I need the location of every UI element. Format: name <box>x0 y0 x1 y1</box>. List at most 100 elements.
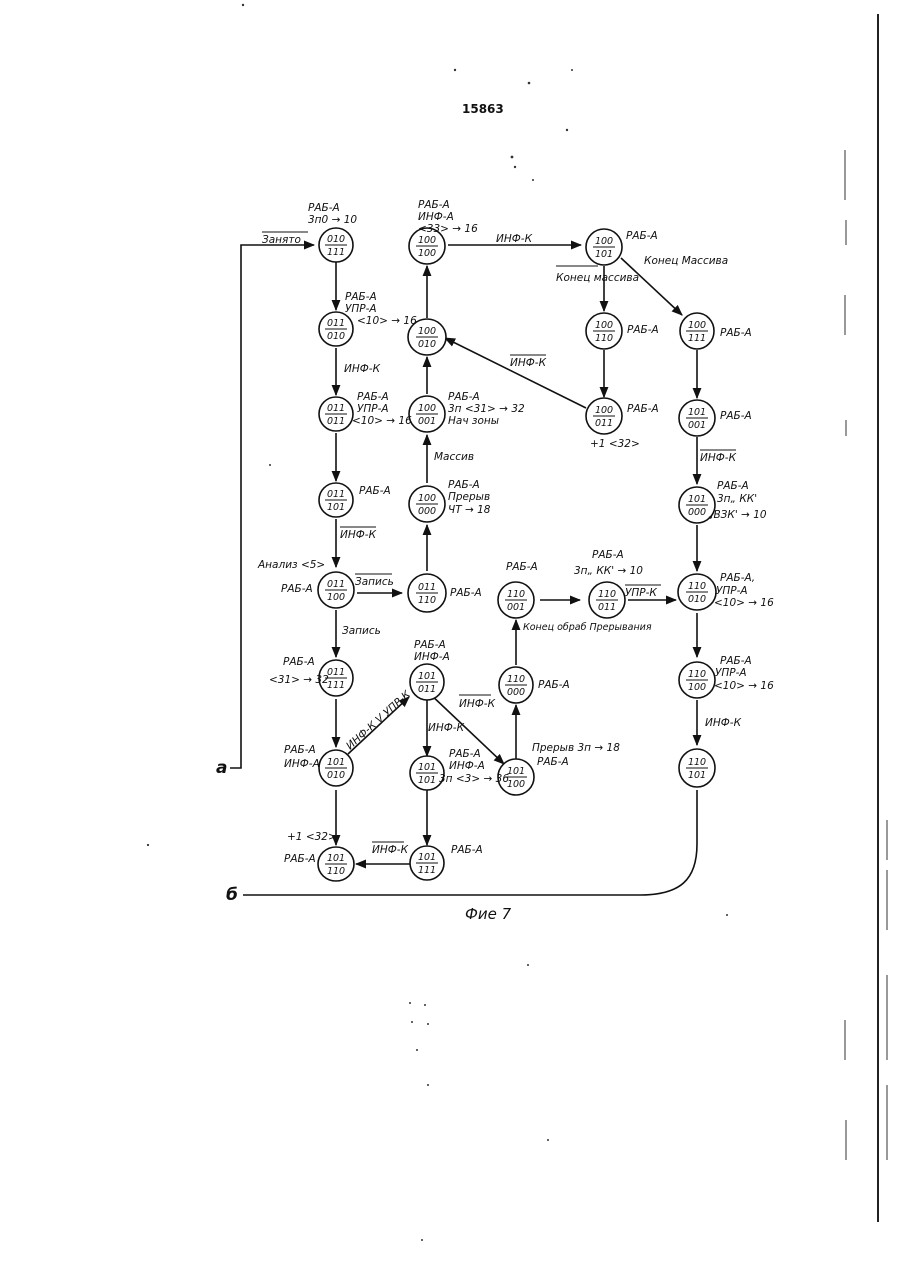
state-bottom-code: 001 <box>688 420 706 431</box>
state-node: 110100 <box>679 662 715 698</box>
node-annotation: РАБ-А <box>284 853 316 865</box>
node-annotation: РАБ-А <box>717 480 749 492</box>
state-top-code: 101 <box>418 671 436 682</box>
node-annotation: РАБ-А <box>720 327 752 339</box>
state-top-code: 101 <box>418 852 436 863</box>
state-bottom-code: 110 <box>327 866 345 877</box>
state-top-code: 011 <box>418 582 436 593</box>
node-annotation: Прерыв <box>448 491 490 503</box>
node-annotation: +1 <32> <box>287 831 337 843</box>
node-annotation: Анализ <5> <box>257 559 325 571</box>
state-node: 101001 <box>679 400 715 436</box>
node-annotation: <10> → 16 <box>714 680 774 692</box>
margin-marks <box>845 150 887 1160</box>
state-top-code: 101 <box>327 757 345 768</box>
connector-label-b: б <box>226 885 238 905</box>
state-top-code: 011 <box>327 318 345 329</box>
state-bottom-code: 011 <box>418 684 436 695</box>
state-node: 110000 <box>499 667 533 703</box>
node-annotation: <10> → 16 <box>352 415 412 427</box>
state-top-code: 101 <box>418 762 436 773</box>
node-annotation: <10> → 16 <box>714 597 774 609</box>
node-annotation: <33> → 16 <box>418 223 478 235</box>
node-annotation: 3п <31> → 32 <box>448 403 525 415</box>
node-annotation: РАБ-А <box>627 324 659 336</box>
state-bottom-code: 001 <box>507 602 525 613</box>
node-annotation: 3п„ КК' → 10 <box>574 565 643 577</box>
state-top-code: 101 <box>507 766 525 777</box>
node-annotation: РАБ-А <box>284 744 316 756</box>
node-annotation: РАБ-А <box>359 485 391 497</box>
state-node: 101111 <box>410 846 444 880</box>
state-node: 110010 <box>678 574 716 610</box>
state-top-code: 100 <box>418 235 436 246</box>
node-annotation: УПР-А <box>716 585 748 597</box>
state-bottom-code: 100 <box>418 248 436 259</box>
node-annotation: 3п„ КК' <box>717 493 757 505</box>
edge-label: Конец обраб Прерывания <box>523 622 652 633</box>
state-bottom-code: 011 <box>598 602 616 613</box>
edge-label: ИНФ-К <box>372 844 409 856</box>
edge-label: Конец массива <box>556 272 639 284</box>
node-annotation: УПР-А <box>357 403 389 415</box>
state-bottom-code: 111 <box>418 865 436 876</box>
state-top-code: 011 <box>327 579 345 590</box>
node-annotation: 3п0 → 10 <box>308 214 357 226</box>
state-bottom-code: 010 <box>688 594 706 605</box>
state-node: 110101 <box>679 749 715 787</box>
state-node: 100110 <box>586 313 622 349</box>
node-annotation: РАБ-А, <box>720 572 755 584</box>
state-node: 101110 <box>318 847 354 881</box>
state-bottom-code: 111 <box>688 333 706 344</box>
edge-label: Запись <box>355 576 394 588</box>
node-annotation: РАБ-А <box>626 230 658 242</box>
node-annotation: +1 <32> <box>590 438 640 450</box>
state-node: 110001 <box>498 582 534 618</box>
node-annotation: 3п <3> → 36 <box>439 773 509 785</box>
node-annotation: РАБ-А <box>414 639 446 651</box>
state-top-code: 011 <box>327 489 345 500</box>
state-bottom-code: 010 <box>418 339 436 350</box>
state-top-code: 110 <box>688 581 706 592</box>
node-annotation: ИНФ-А <box>449 760 485 772</box>
state-node: 100101 <box>586 229 622 265</box>
state-top-code: 100 <box>418 326 436 337</box>
edge-label: ИНФ-К <box>344 363 381 375</box>
state-node: 100011 <box>586 398 622 434</box>
state-node: 100111 <box>680 313 714 349</box>
node-annotation: Нач зоны <box>448 415 499 427</box>
state-top-code: 100 <box>595 320 613 331</box>
state-bottom-code: 101 <box>327 502 345 513</box>
state-bottom-code: 101 <box>688 770 706 781</box>
state-bottom-code: 100 <box>327 592 345 603</box>
node-annotation: РАБ-А <box>592 549 624 561</box>
state-bottom-code: 010 <box>327 331 345 342</box>
state-node: 011100 <box>318 572 354 608</box>
node-annotation: РАБ-А <box>418 199 450 211</box>
node-annotation: РАБ-А <box>538 679 570 691</box>
state-top-code: 110 <box>598 589 616 600</box>
state-top-code: 100 <box>418 493 436 504</box>
edge-label: ИНФ-К <box>510 357 547 369</box>
state-top-code: 110 <box>507 674 525 685</box>
state-top-code: 100 <box>418 403 436 414</box>
state-bottom-code: 010 <box>327 770 345 781</box>
state-top-code: 100 <box>595 405 613 416</box>
state-bottom-code: 110 <box>595 333 613 344</box>
state-node: 100001 <box>409 396 445 432</box>
node-annotation: ИНФ-А <box>418 211 454 223</box>
edge-label: Запись <box>342 625 381 637</box>
state-bottom-code: 000 <box>507 687 525 698</box>
state-top-code: 100 <box>595 236 613 247</box>
state-bottom-code: 111 <box>327 247 345 258</box>
node-annotation: РАБ-А <box>451 844 483 856</box>
edge-label: ИНФ-К <box>496 233 533 245</box>
state-top-code: 101 <box>688 494 706 505</box>
state-top-code: 011 <box>327 667 345 678</box>
node-annotation: УПР-А <box>715 667 747 679</box>
node-annotation: УПР-А <box>345 303 377 315</box>
edge-label: ИНФ-К <box>340 529 377 541</box>
state-top-code: 101 <box>688 407 706 418</box>
edge-label: Занято <box>262 234 301 246</box>
